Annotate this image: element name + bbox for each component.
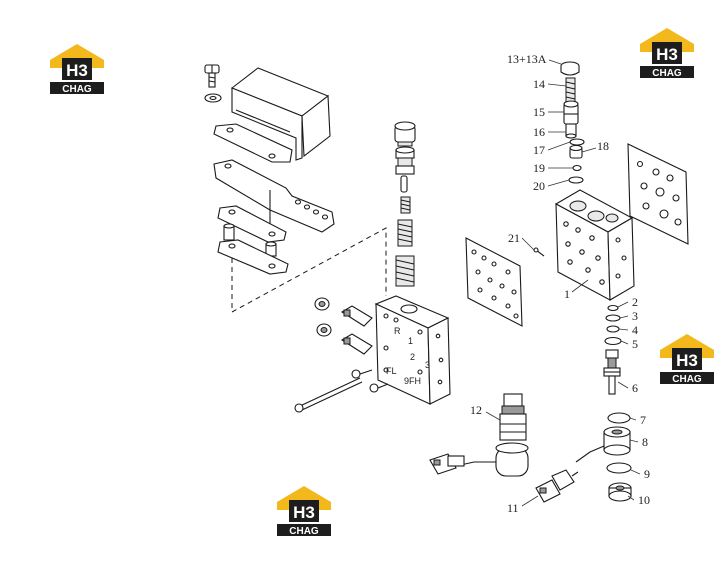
label-part-12: 12 xyxy=(470,403,482,417)
logo-plate xyxy=(652,42,682,64)
left-plugs xyxy=(314,297,373,355)
logo-brand-top: H3 xyxy=(656,45,678,64)
middle-pin xyxy=(400,175,408,193)
label-part-16: 16 xyxy=(533,125,545,139)
left-gasket-plate xyxy=(465,237,523,327)
connector-part-11 xyxy=(535,469,579,503)
casting-mark-3: 3 xyxy=(425,360,430,370)
middle-valve-body: R 1 2 3 FL 9FH xyxy=(374,295,451,405)
casting-mark-r: R xyxy=(394,326,401,336)
label-part-20: 20 xyxy=(533,179,545,193)
leader-lines xyxy=(485,59,641,507)
ring-part-9 xyxy=(606,462,632,474)
watermark-logo-bottom-center: H3 CHAG xyxy=(277,486,331,537)
label-part-4: 4 xyxy=(632,323,638,337)
middle-spool xyxy=(395,146,415,175)
label-part-11: 11 xyxy=(507,501,519,515)
small-spring xyxy=(400,196,411,214)
cap-part-13 xyxy=(560,61,580,76)
ring-part-7 xyxy=(607,412,631,424)
watermark-logo-top-left: H3 CHAG xyxy=(50,44,104,95)
logo-plate xyxy=(289,500,319,522)
logo-band xyxy=(50,82,104,94)
label-part-1: 1 xyxy=(564,287,570,301)
bottom-gasket xyxy=(217,239,289,275)
ring-part-2 xyxy=(607,304,619,312)
watermark-logo-top-right: H3 CHAG xyxy=(640,28,694,79)
ring-part-20 xyxy=(568,176,584,184)
part-labels: 13+13A 14 15 16 17 18 19 20 21 1 2 3 4 5… xyxy=(470,52,650,515)
label-part-15: 15 xyxy=(533,105,545,119)
logo-brand-bottom: CHAG xyxy=(672,374,702,385)
ring-part-5 xyxy=(604,336,622,346)
nut-part-10 xyxy=(608,482,632,502)
label-part-21: 21 xyxy=(508,231,520,245)
label-part-8: 8 xyxy=(642,435,648,449)
cover-screw xyxy=(204,64,222,103)
label-part-19: 19 xyxy=(533,161,545,175)
cover-assembly xyxy=(204,64,387,313)
logo-brand-top: H3 xyxy=(66,61,88,80)
cover-box xyxy=(230,67,331,161)
logo-brand-bottom: CHAG xyxy=(62,84,92,95)
medium-spring xyxy=(397,219,413,247)
label-part-10: 10 xyxy=(638,493,650,507)
logo-band xyxy=(660,372,714,384)
coil-part-8 xyxy=(575,426,631,463)
logo-brand-bottom: CHAG xyxy=(652,68,682,79)
logo-brand-top: H3 xyxy=(676,351,698,370)
label-part-5: 5 xyxy=(632,337,638,351)
casting-mark-9fh: 9FH xyxy=(404,376,421,386)
body-part-18 xyxy=(569,144,583,159)
spring-part-14 xyxy=(565,77,576,103)
spacer-plate xyxy=(217,205,287,243)
label-part-18: 18 xyxy=(597,139,609,153)
label-part-2: 2 xyxy=(632,295,638,309)
ring-part-3 xyxy=(605,314,621,322)
logo-band xyxy=(640,66,694,78)
main-valve-body xyxy=(554,189,635,301)
label-part-13: 13+13A xyxy=(507,52,547,66)
logo-brand-top: H3 xyxy=(293,503,315,522)
bushings xyxy=(223,223,277,257)
logo-brand-bottom: CHAG xyxy=(289,526,319,537)
right-gasket-plate xyxy=(627,143,689,245)
label-part-14: 14 xyxy=(533,77,545,91)
middle-spring-stack xyxy=(394,121,416,287)
label-part-9: 9 xyxy=(644,467,650,481)
logo-plate xyxy=(672,348,702,370)
right-lower-stack xyxy=(575,304,632,502)
label-part-6: 6 xyxy=(632,381,638,395)
right-top-stack xyxy=(560,61,585,184)
spool-part-6 xyxy=(603,349,621,395)
logo-band xyxy=(277,524,331,536)
long-bolt xyxy=(294,377,363,413)
ring-part-4 xyxy=(606,325,620,333)
label-part-7: 7 xyxy=(640,413,646,427)
spool-part-15 xyxy=(563,100,579,125)
sleeve-part-16 xyxy=(565,123,577,139)
large-spring xyxy=(395,255,415,287)
middle-plug xyxy=(394,121,416,147)
casting-mark-fl: FL xyxy=(386,366,397,376)
solenoid-part-12 xyxy=(429,393,529,477)
casting-mark-2: 2 xyxy=(410,352,415,362)
mounting-plate xyxy=(213,123,293,163)
small-screws xyxy=(351,369,389,393)
ball-part-19 xyxy=(572,164,582,172)
gasket-plate xyxy=(213,159,335,233)
label-part-3: 3 xyxy=(632,309,638,323)
watermark-logo-middle-right: H3 CHAG xyxy=(660,334,714,385)
screw-part-21 xyxy=(533,247,545,257)
ring-part-17 xyxy=(569,138,585,146)
label-part-17: 17 xyxy=(533,143,545,157)
casting-mark-1: 1 xyxy=(408,336,413,346)
logo-plate xyxy=(62,58,92,80)
assembly-dashed-line xyxy=(231,227,387,313)
